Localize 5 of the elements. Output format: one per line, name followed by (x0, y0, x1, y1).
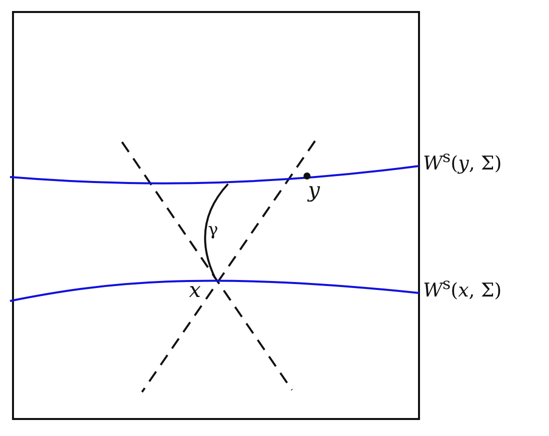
math-label: γ (208, 222, 218, 239)
math-label: W$^{s}$(x, Σ) (423, 276, 502, 300)
math-label: y (308, 180, 320, 201)
math-label: W$^{s}$(y, Σ) (423, 149, 502, 174)
math-label: x (189, 280, 201, 301)
